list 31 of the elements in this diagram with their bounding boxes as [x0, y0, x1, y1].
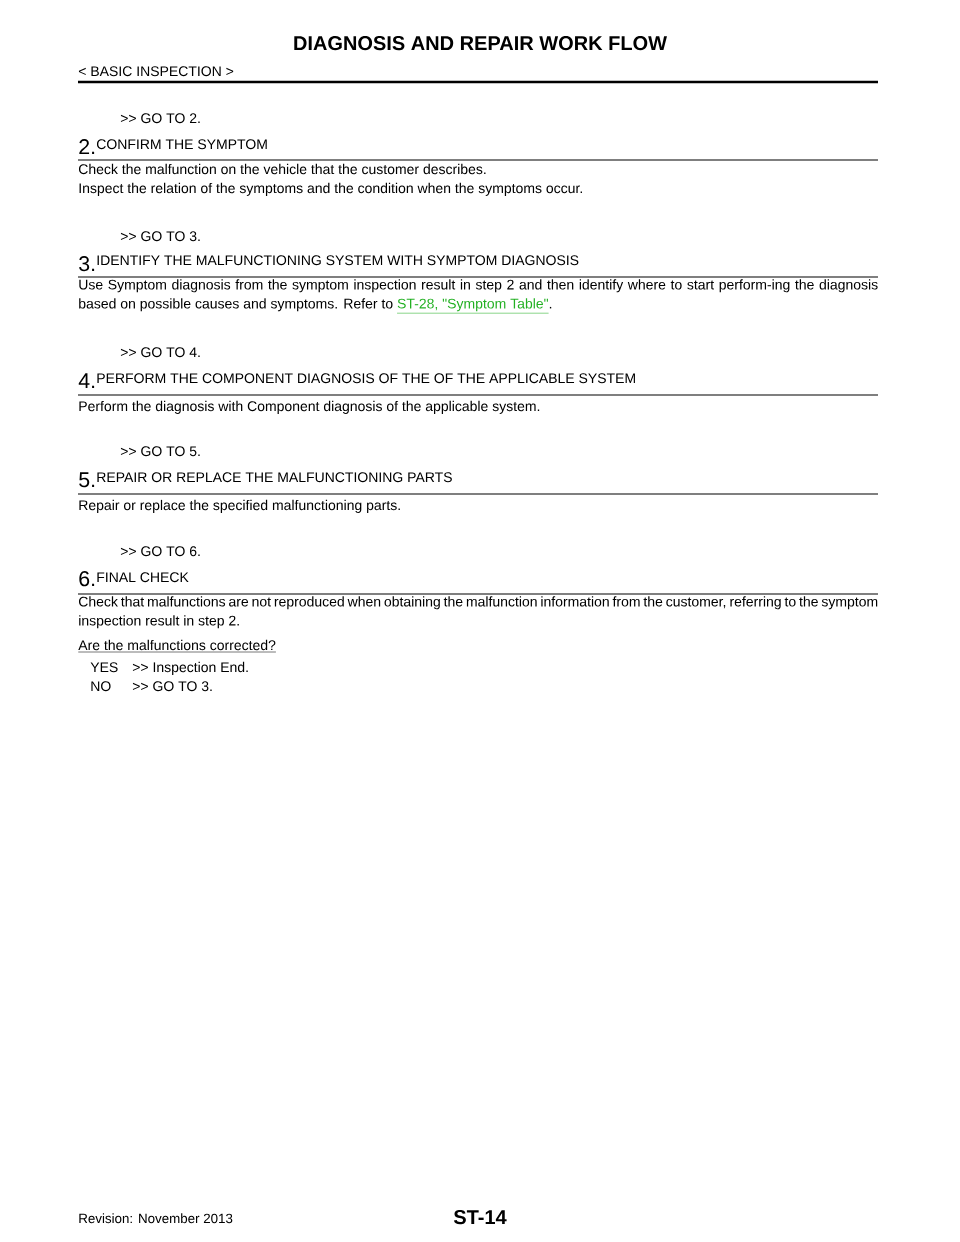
step-heading: PERFORM THE COMPONENT DIAGNOSIS OF THE OF THE APPLICABLE SYSTEM: [97, 373, 635, 384]
footer-text: Revision: November 2013: [79, 1213, 233, 1224]
body-text: Perform the diagnosis with Component diagnosis of the applicable system.: [79, 400, 540, 414]
step-heading: IDENTIFY THE MALFUNCTIONING SYSTEM WITH SYMPTOM DIAGNOSIS: [97, 255, 579, 266]
goto-text: >> GO TO 3.: [120, 231, 200, 242]
step-heading: REPAIR OR REPLACE THE MALFUNCTIONING PARTS: [97, 472, 452, 483]
section-label: < BASIC INSPECTION >: [78, 66, 234, 77]
answer-text: NO: [91, 681, 111, 692]
step-number: 5.: [79, 472, 95, 488]
page-number: ST-14: [453, 1210, 507, 1225]
step-heading: CONFIRM THE SYMPTOM: [97, 139, 267, 150]
body-text: Inspect the relation of the symptoms and the condition when the symptoms occur.: [79, 182, 582, 196]
goto-text: >> GO TO 6.: [120, 546, 200, 557]
step-number: 3.: [79, 256, 95, 272]
paragraph: Use Symptom diagnosis from the symptom inspection result in step 2 and then identify where to start perform-ing the diagnosis based on possible causes and symptoms. Refer to ST-28, "Symptom Table".: [79, 279, 878, 314]
goto-text: >> GO TO 4.: [120, 347, 200, 358]
question-text: Are the malfunctions corrected?: [78, 639, 277, 653]
answer-text: >> GO TO 3.: [132, 681, 212, 692]
paragraph: Check that malfunctions are not reproduced when obtaining the malfunction information from the customer, referring to the symptom inspection result in step 2.: [79, 596, 878, 629]
page-title: DIAGNOSIS AND REPAIR WORK FLOW: [294, 36, 667, 51]
goto-text: >> GO TO 5.: [120, 446, 200, 457]
body-text: Check the malfunction on the vehicle that the customer describes.: [79, 163, 486, 175]
answer-text: YES: [90, 662, 118, 673]
body-text: Repair or replace the specified malfunctioning parts.: [79, 499, 400, 513]
step-heading: FINAL CHECK: [97, 572, 189, 583]
step-number: 4.: [78, 373, 95, 388]
answer-text: >> Inspection End.: [132, 661, 248, 675]
goto-text: >> GO TO 2.: [120, 113, 200, 124]
step-number: 2.: [79, 139, 95, 154]
link: ST-28, "Symptom Table": [396, 298, 549, 314]
step-number: 6.: [79, 571, 95, 587]
